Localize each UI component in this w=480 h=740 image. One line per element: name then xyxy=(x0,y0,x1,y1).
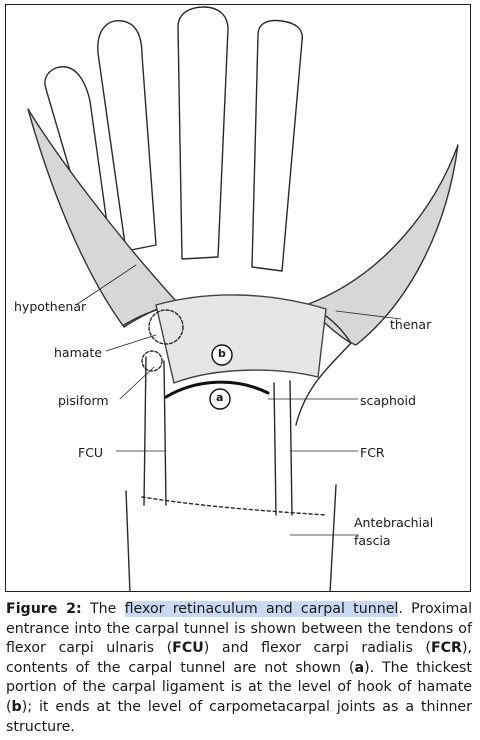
finger-index xyxy=(251,19,303,272)
marker-a: a xyxy=(216,391,224,404)
label-hamate: hamate xyxy=(54,345,103,360)
label-pisiform: pisiform xyxy=(58,393,109,408)
figure-illustration: hypothenar hamate pisiform FCU thenar sc… xyxy=(5,4,471,592)
caption-the: The xyxy=(89,601,117,617)
finger-little xyxy=(44,66,111,254)
label-thenar: thenar xyxy=(390,317,432,332)
caption-text-2: ) and flexor carpi radialis ( xyxy=(203,640,431,657)
caption-fcu: FCU xyxy=(172,640,204,657)
caption-figure-label: Figure 2: xyxy=(6,601,82,617)
label-fcu: FCU xyxy=(78,445,104,460)
fcr-tendon xyxy=(273,380,293,516)
caption-a: a xyxy=(354,659,365,676)
marker-b: b xyxy=(218,347,226,360)
retinaculum-band xyxy=(155,294,327,384)
thenar-muscle xyxy=(305,144,459,346)
caption-b: b xyxy=(11,698,22,715)
label-fcr: FCR xyxy=(360,445,385,460)
marker-a-circle xyxy=(209,388,231,410)
finger-middle xyxy=(177,6,229,260)
pisiform-circle xyxy=(141,350,163,372)
figure-caption: Figure 2: The flexor retinaculum and car… xyxy=(6,600,472,737)
tunnel-opening xyxy=(164,380,270,399)
label-antebrachial: Antebrachial xyxy=(354,515,434,530)
antebrachial-fascia xyxy=(141,496,327,516)
leader-lines xyxy=(75,264,402,536)
caption-text-4: ). The thickest portion of the carpal li… xyxy=(6,659,472,715)
hamate-circle xyxy=(148,309,184,345)
caption-text-1: . Proximal entrance into the carpal tunn… xyxy=(6,601,473,657)
label-scaphoid: scaphoid xyxy=(360,393,416,408)
wrist-drawing xyxy=(27,6,459,591)
label-fascia: fascia xyxy=(354,533,391,548)
forearm-outline xyxy=(125,484,337,591)
caption-text-3: ), contents of the carpal tunnel are not… xyxy=(6,640,473,676)
fcu-tendon xyxy=(143,356,167,506)
finger-ring xyxy=(97,20,157,252)
caption-text-5: ); it ends at the level of carpometacarp… xyxy=(6,698,472,735)
marker-b-circle xyxy=(211,344,233,366)
caption-fcr: FCR xyxy=(430,640,462,657)
caption-highlight: flexor retinaculum and carpal tunnel xyxy=(124,601,399,617)
label-hypothenar: hypothenar xyxy=(14,299,87,314)
